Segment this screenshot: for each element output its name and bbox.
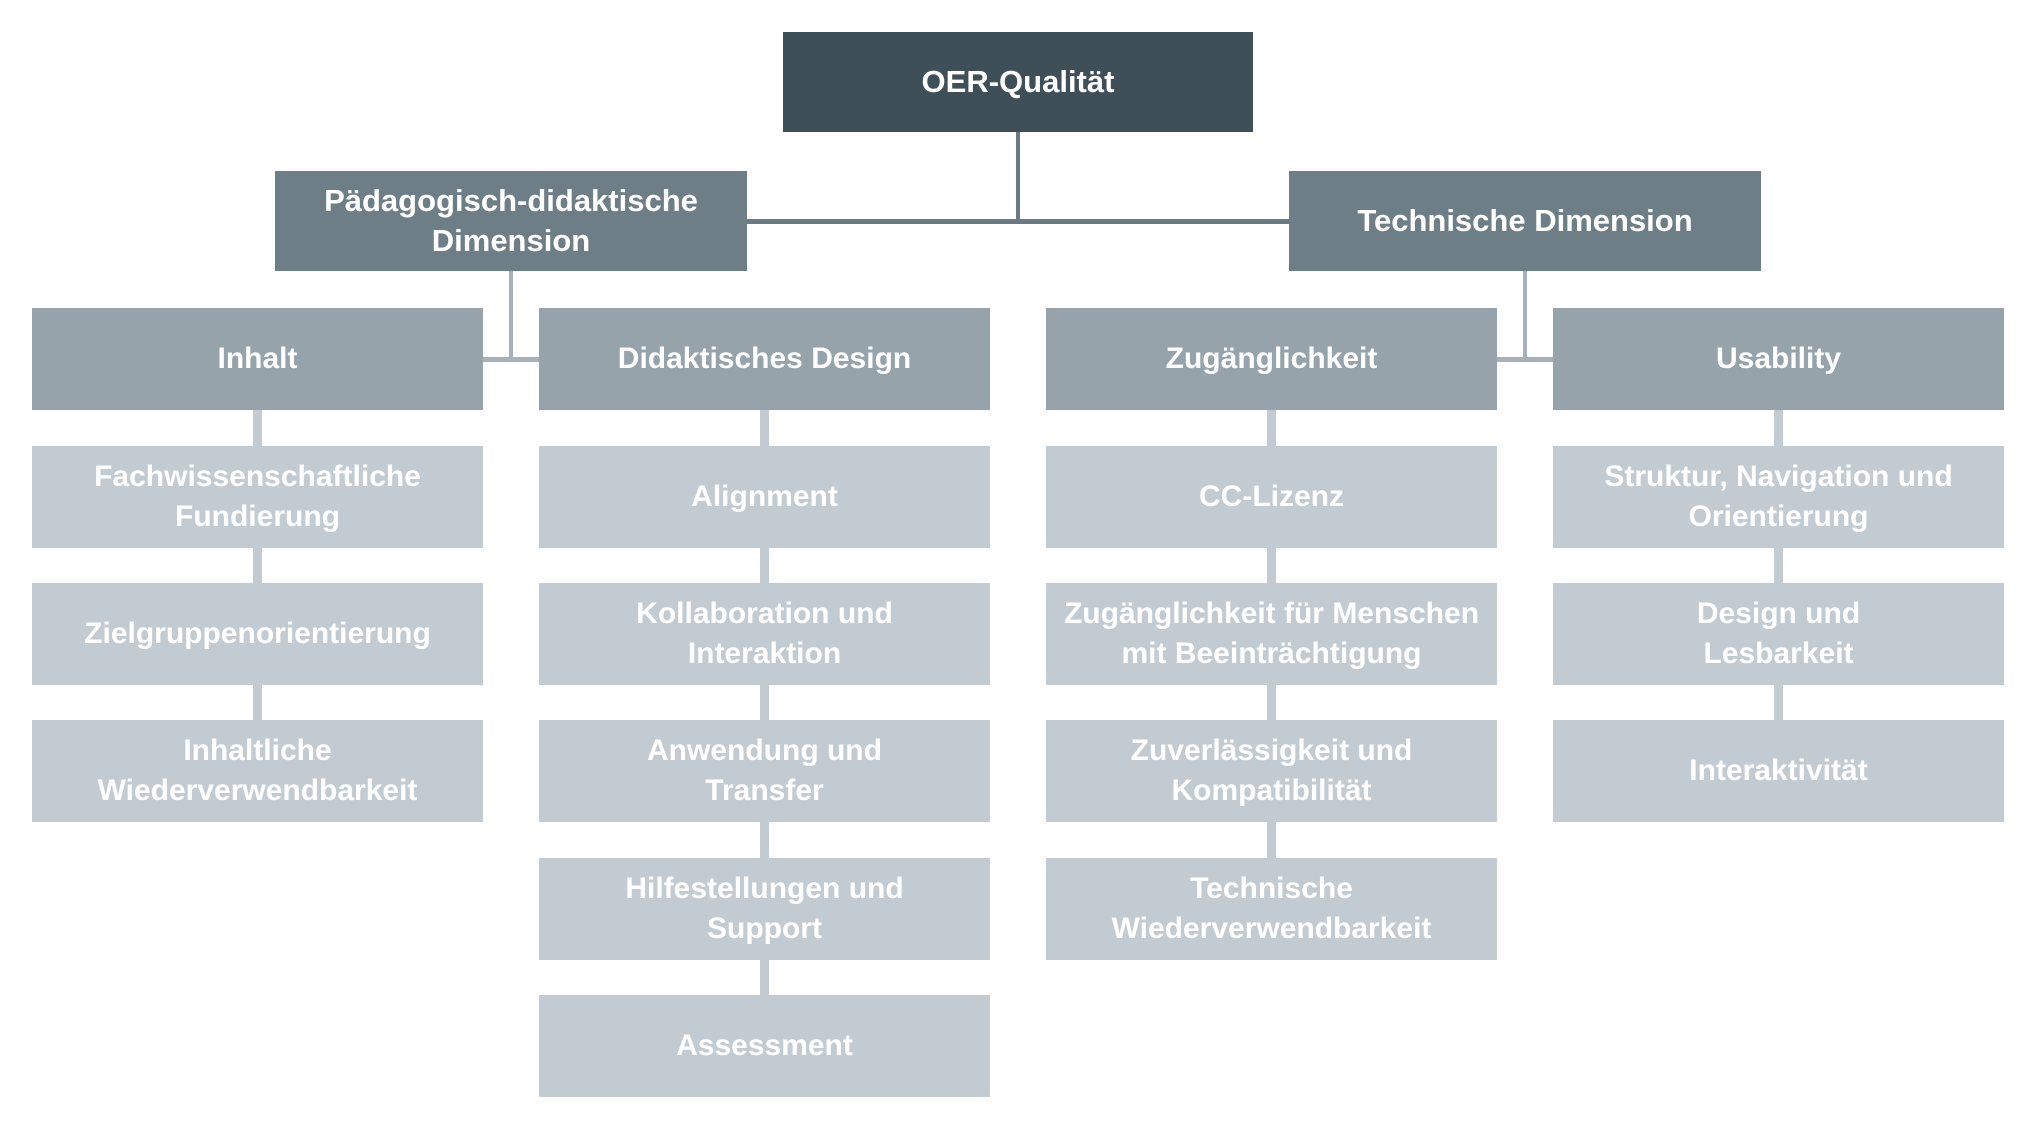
connector-didaktik-child-3 xyxy=(760,685,769,720)
node-zugaenglichkeit: Zugänglichkeit xyxy=(1046,308,1497,410)
connector-usability-child-1 xyxy=(1774,410,1783,446)
connector-paedagogisch-vertical xyxy=(509,271,513,361)
node-interaktivitaet: Interaktivität xyxy=(1553,720,2004,822)
node-technische-dimension: Technische Dimension xyxy=(1289,171,1761,271)
node-anwendung-und-transfer: Anwendung und Transfer xyxy=(539,720,990,822)
connector-zugang-child-2 xyxy=(1267,548,1276,583)
node-design-und-lesbarkeit: Design und Lesbarkeit xyxy=(1553,583,2004,685)
connector-zugang-child-3 xyxy=(1267,685,1276,720)
connector-usability-child-3 xyxy=(1774,685,1783,720)
node-alignment: Alignment xyxy=(539,446,990,548)
node-fachwissenschaftliche-fundierung: Fachwissenschaftliche Fundierung xyxy=(32,446,483,548)
connector-paedagogisch-horizontal xyxy=(483,357,539,362)
node-assessment: Assessment xyxy=(539,995,990,1097)
connector-didaktik-child-4 xyxy=(760,822,769,858)
connector-didaktik-child-5 xyxy=(760,960,769,995)
node-didaktisches-design: Didaktisches Design xyxy=(539,308,990,410)
connector-technische-vertical xyxy=(1523,271,1527,361)
node-hilfestellungen-und-support: Hilfestellungen und Support xyxy=(539,858,990,960)
node-technische-wiederverwendbarkeit: Technische Wiederverwendbarkeit xyxy=(1046,858,1497,960)
node-zugaenglichkeit-fuer-menschen: Zugänglichkeit für Menschen mit Beeinträ… xyxy=(1046,583,1497,685)
node-inhalt: Inhalt xyxy=(32,308,483,410)
node-inhaltliche-wiederverwendbarkeit: Inhaltliche Wiederverwendbarkeit xyxy=(32,720,483,822)
connector-inhalt-child-1 xyxy=(253,410,262,446)
node-cc-lizenz: CC-Lizenz xyxy=(1046,446,1497,548)
connector-usability-child-2 xyxy=(1774,548,1783,583)
connector-didaktik-child-2 xyxy=(760,548,769,583)
connector-inhalt-child-2 xyxy=(253,548,262,583)
connector-zugang-child-4 xyxy=(1267,822,1276,858)
connector-root-horizontal xyxy=(747,219,1289,224)
node-oer-qualitaet: OER-Qualität xyxy=(783,32,1253,132)
node-struktur-navigation-orientierung: Struktur, Navigation und Orientierung xyxy=(1553,446,2004,548)
node-usability: Usability xyxy=(1553,308,2004,410)
connector-root-vertical xyxy=(1016,132,1020,224)
connector-zugang-child-1 xyxy=(1267,410,1276,446)
node-kollaboration-und-interaktion: Kollaboration und Interaktion xyxy=(539,583,990,685)
connector-didaktik-child-1 xyxy=(760,410,769,446)
connector-inhalt-child-3 xyxy=(253,685,262,720)
connector-technische-horizontal xyxy=(1497,357,1553,362)
node-zuverlaessigkeit-und-kompatibilitaet: Zuverlässigkeit und Kompatibilität xyxy=(1046,720,1497,822)
node-zielgruppenorientierung: Zielgruppenorientierung xyxy=(32,583,483,685)
node-paedagogisch-didaktische-dimension: Pädagogisch-didaktische Dimension xyxy=(275,171,747,271)
